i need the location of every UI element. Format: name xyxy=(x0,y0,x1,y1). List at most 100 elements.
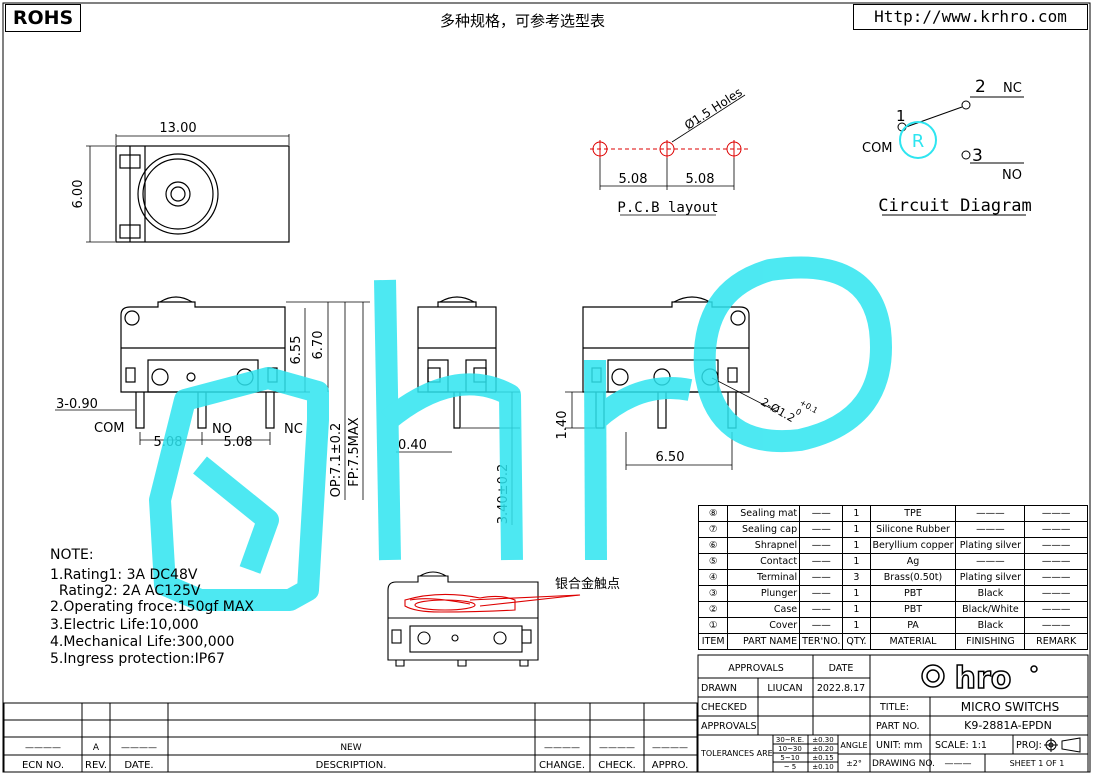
tb-tol-range-1: 30~R.E. xyxy=(776,736,804,744)
pcb-caption: P.C.B layout xyxy=(617,200,718,216)
rev-row-check: ———— xyxy=(599,743,635,753)
watermark-registered xyxy=(899,121,937,159)
note-line-1: 1.Rating1: 3A DC48V xyxy=(50,567,198,583)
tb-drawing-no-value: ——— xyxy=(945,759,972,769)
tb-angle: ANGLE xyxy=(840,741,867,750)
bom-cell-name: Terminal xyxy=(727,569,801,586)
bom-cell-name: Plunger xyxy=(727,585,801,602)
tb-approvals-head: APPROVALS xyxy=(728,663,784,674)
circuit-node-1: 1 xyxy=(896,107,906,125)
bom-cell-fin: Black xyxy=(955,617,1026,634)
sheet-title: 多种规格，可参考选型表 xyxy=(440,12,606,30)
revision-block xyxy=(3,702,698,773)
circuit-nc: NC xyxy=(1003,81,1022,96)
bom-cell-ter: —— xyxy=(799,553,844,570)
rev-col-change: CHANGE. xyxy=(539,760,585,771)
bom-cell-no: ③ xyxy=(697,585,729,602)
company-logo-text: hro xyxy=(955,661,1012,696)
bom-cell-rem: REMARK xyxy=(1024,633,1088,650)
bom-cell-rem: ——— xyxy=(1024,521,1088,538)
note-line-6: 5.Ingress protection:IP67 xyxy=(50,651,225,667)
tb-tol-range-4: ~ 5 xyxy=(784,763,797,771)
tb-proj: PROJ: xyxy=(1016,740,1042,751)
tb-title-value: MICRO SWITCHS xyxy=(961,700,1060,714)
bom-cell-qty: QTY. xyxy=(842,633,871,650)
pin-nc-label: NC xyxy=(284,422,303,437)
dim-140: 1.40 xyxy=(555,411,570,440)
rev-row-ecn: ———— xyxy=(25,743,61,753)
projection-symbol-icon xyxy=(1044,737,1081,753)
tb-tol-range-2: 10~30 xyxy=(778,745,802,753)
tb-drawn-by: LIUCAN xyxy=(767,683,802,694)
bom-cell-no: ⑧ xyxy=(697,505,729,522)
contact-label: 银合金触点 xyxy=(555,576,620,592)
dim-650: 6.50 xyxy=(656,450,685,465)
bom-cell-no: ① xyxy=(697,617,729,634)
note-line-5: 4.Mechanical Life:300,000 xyxy=(50,634,235,650)
pcb-dim-2: 5.08 xyxy=(686,172,715,187)
bom-cell-ter: —— xyxy=(799,521,844,538)
tb-drawn-date: 2022.8.17 xyxy=(817,683,865,694)
bom-cell-no: ② xyxy=(697,601,729,618)
bom-cell-qty: 1 xyxy=(842,553,871,570)
bom-cell-mat: PBT xyxy=(869,601,957,618)
tb-unit: UNIT: mm xyxy=(876,740,922,751)
bom-cell-fin: Black xyxy=(955,585,1026,602)
tb-tol-range-3: 5~10 xyxy=(780,754,799,762)
tb-part-value: K9-2881A-EPDN xyxy=(964,719,1052,732)
website-link[interactable]: Http://www.krhro.com xyxy=(853,4,1088,30)
bom-cell-mat: MATERIAL xyxy=(869,633,957,650)
tb-date-head: DATE xyxy=(829,663,854,674)
pcb-dim-1: 5.08 xyxy=(619,172,648,187)
tb-checked: CHECKED xyxy=(701,702,747,713)
bom-cell-ter: —— xyxy=(799,617,844,634)
tb-part-label: PART NO. xyxy=(876,721,920,732)
note-line-3: 2.Operating froce:150gf MAX xyxy=(50,599,255,615)
bom-cell-rem: ——— xyxy=(1024,601,1088,618)
bom-cell-qty: 1 xyxy=(842,585,871,602)
bom-cell-mat: TPE xyxy=(869,505,957,522)
rev-row-date: ———— xyxy=(121,743,157,753)
tb-sheet: SHEET 1 OF 1 xyxy=(1010,759,1065,768)
bom-cell-rem: ——— xyxy=(1024,569,1088,586)
dim-655: 6.55 xyxy=(289,336,304,365)
bom-cell-qty: 1 xyxy=(842,601,871,618)
tb-tol-1: ±0.30 xyxy=(812,736,833,744)
bom-cell-mat: Silicone Rubber xyxy=(869,521,957,538)
bom-cell-ter: —— xyxy=(799,537,844,554)
note-line-2: Rating2: 2A AC125V xyxy=(50,583,201,599)
circuit-com: COM xyxy=(862,141,893,156)
note-line-4: 3.Electric Life:10,000 xyxy=(50,617,199,633)
dim-hole: 2-Ø1.2 xyxy=(759,395,798,425)
watermark-logo xyxy=(149,256,892,611)
bom-cell-mat: PBT xyxy=(869,585,957,602)
bom-cell-mat: Beryllium copper xyxy=(869,537,957,554)
bom-cell-rem: ——— xyxy=(1024,617,1088,634)
dim-hole-tol2: 0 xyxy=(794,407,803,417)
tb-scale: SCALE: 1:1 xyxy=(935,740,987,751)
bom-cell-name: Shrapnel xyxy=(727,537,801,554)
dim-fp: FP:7.5MAX xyxy=(347,417,362,486)
bom-cell-name: PART NAME xyxy=(727,633,801,650)
top-view xyxy=(86,134,290,243)
dim-670: 6.70 xyxy=(311,331,326,360)
dim-pitch-b: 5.08 xyxy=(224,435,253,450)
dim-op: OP:7.1±0.2 xyxy=(329,423,344,498)
pin-no-label: NO xyxy=(212,422,232,437)
tb-tol-3: ±0.15 xyxy=(812,754,833,762)
rev-row-rev: A xyxy=(93,743,100,753)
rev-row-desc: NEW xyxy=(340,743,361,753)
pin-com-label: COM xyxy=(94,421,125,436)
bom-cell-qty: 1 xyxy=(842,521,871,538)
rev-col-rev: REV. xyxy=(85,760,107,771)
bom-cell-name: Contact xyxy=(727,553,801,570)
bom-cell-ter: —— xyxy=(799,585,844,602)
watermark-registered-mark: R xyxy=(912,131,925,152)
bom-cell-ter: —— xyxy=(799,601,844,618)
